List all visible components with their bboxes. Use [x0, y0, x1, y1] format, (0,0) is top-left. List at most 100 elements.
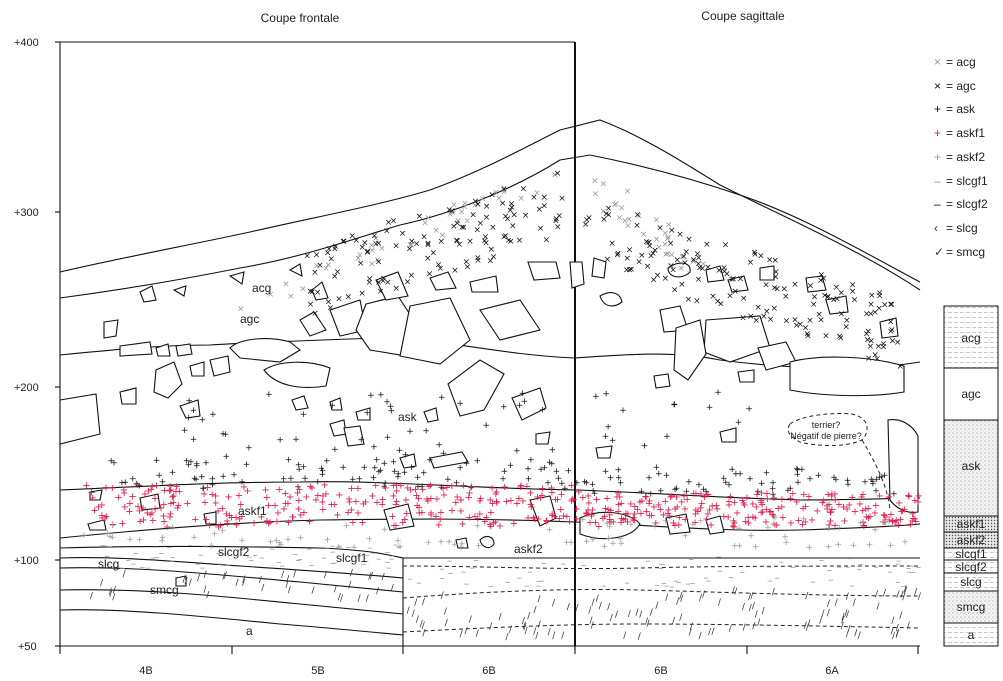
find-marker: –	[367, 541, 373, 554]
find-marker: ×	[824, 292, 832, 302]
find-marker: +	[885, 492, 893, 503]
find-marker: +	[762, 517, 770, 528]
find-marker: /	[469, 615, 473, 625]
find-marker: ×	[328, 255, 336, 265]
find-marker: ×	[633, 221, 641, 231]
find-marker: +	[169, 491, 177, 502]
find-marker: +	[843, 504, 851, 515]
legend-symbol: –	[934, 174, 941, 188]
find-marker: –	[524, 579, 530, 592]
find-marker: +	[896, 515, 904, 526]
find-marker: +	[110, 458, 118, 468]
find-marker: +	[427, 508, 435, 519]
find-marker: /	[591, 621, 595, 631]
find-marker: –	[916, 560, 922, 573]
find-marker: ×	[463, 217, 471, 227]
find-marker: –	[790, 560, 796, 573]
find-marker: –	[105, 557, 111, 570]
find-marker: +	[586, 518, 594, 529]
x-square-label: 6B	[654, 665, 667, 677]
find-marker: +	[381, 525, 389, 535]
find-marker: +	[538, 491, 546, 502]
find-marker: +	[319, 491, 327, 502]
find-marker: +	[859, 518, 867, 529]
find-marker: +	[347, 484, 355, 495]
find-marker: +	[141, 489, 149, 500]
find-marker: ×	[407, 241, 415, 251]
find-marker: ×	[308, 288, 316, 298]
find-marker: +	[665, 511, 673, 522]
find-marker: +	[606, 515, 614, 526]
find-marker: +	[725, 496, 733, 507]
find-marker: ×	[454, 216, 462, 226]
layer-label-askf1: askf1	[238, 504, 267, 518]
find-marker: /	[592, 598, 596, 608]
find-marker: +	[549, 445, 557, 455]
find-marker: +	[653, 463, 661, 473]
find-marker: +	[763, 489, 771, 500]
find-marker: +	[828, 489, 836, 500]
find-marker: +	[349, 475, 357, 485]
find-marker: ×	[331, 272, 339, 282]
find-marker: /	[755, 610, 759, 620]
find-marker: +	[881, 518, 889, 528]
find-marker: /	[665, 593, 669, 603]
find-marker: +	[146, 509, 154, 520]
find-marker: /	[712, 627, 716, 637]
find-marker: +	[411, 485, 419, 496]
find-marker: ×	[793, 321, 801, 331]
find-marker: +	[738, 496, 746, 507]
find-marker: ×	[664, 234, 672, 244]
find-marker: +	[614, 506, 622, 517]
find-marker: +	[603, 519, 611, 529]
find-marker: +	[568, 494, 576, 505]
find-marker: +	[794, 478, 802, 488]
find-marker: ×	[474, 199, 482, 209]
find-marker: +	[671, 520, 679, 531]
find-marker: ×	[406, 244, 414, 254]
find-marker: +	[565, 467, 573, 477]
find-marker: /	[422, 629, 426, 639]
find-marker: /	[672, 617, 676, 627]
find-marker: /	[376, 586, 380, 596]
find-marker: +	[911, 514, 919, 525]
find-marker: +	[193, 461, 201, 471]
find-marker: +	[589, 535, 597, 545]
find-marker: +	[198, 473, 206, 483]
find-marker: +	[912, 516, 920, 527]
find-marker: +	[122, 478, 130, 488]
find-marker: +	[624, 509, 632, 520]
find-marker: +	[892, 516, 900, 527]
find-marker: +	[134, 480, 142, 491]
find-marker: +	[459, 481, 467, 492]
find-marker: +	[615, 473, 623, 483]
find-marker: /	[242, 575, 246, 585]
find-marker: +	[319, 504, 327, 515]
find-marker: +	[90, 506, 98, 517]
find-marker: ×	[335, 295, 343, 305]
find-marker: +	[201, 497, 209, 508]
find-marker: +	[476, 509, 484, 520]
find-marker: +	[167, 485, 175, 496]
find-marker: +	[869, 477, 877, 487]
find-marker: +	[191, 514, 199, 525]
find-marker: +	[526, 488, 534, 499]
find-marker: +	[645, 473, 653, 483]
find-marker: /	[350, 569, 354, 579]
find-marker: +	[427, 510, 435, 521]
find-marker: +	[445, 538, 453, 548]
find-marker: +	[185, 396, 193, 406]
find-marker: +	[300, 410, 308, 420]
find-marker: ×	[667, 239, 675, 249]
find-marker: +	[389, 491, 397, 502]
find-marker: +	[702, 487, 710, 497]
find-marker: +	[287, 474, 295, 484]
find-marker: /	[109, 589, 113, 599]
find-marker: +	[559, 511, 567, 522]
find-marker: +	[404, 483, 412, 494]
find-marker: /	[123, 570, 127, 580]
legend-label: = askf2	[946, 150, 985, 164]
find-marker: ×	[876, 292, 884, 302]
find-marker: ×	[368, 260, 376, 270]
find-marker: +	[319, 470, 327, 480]
